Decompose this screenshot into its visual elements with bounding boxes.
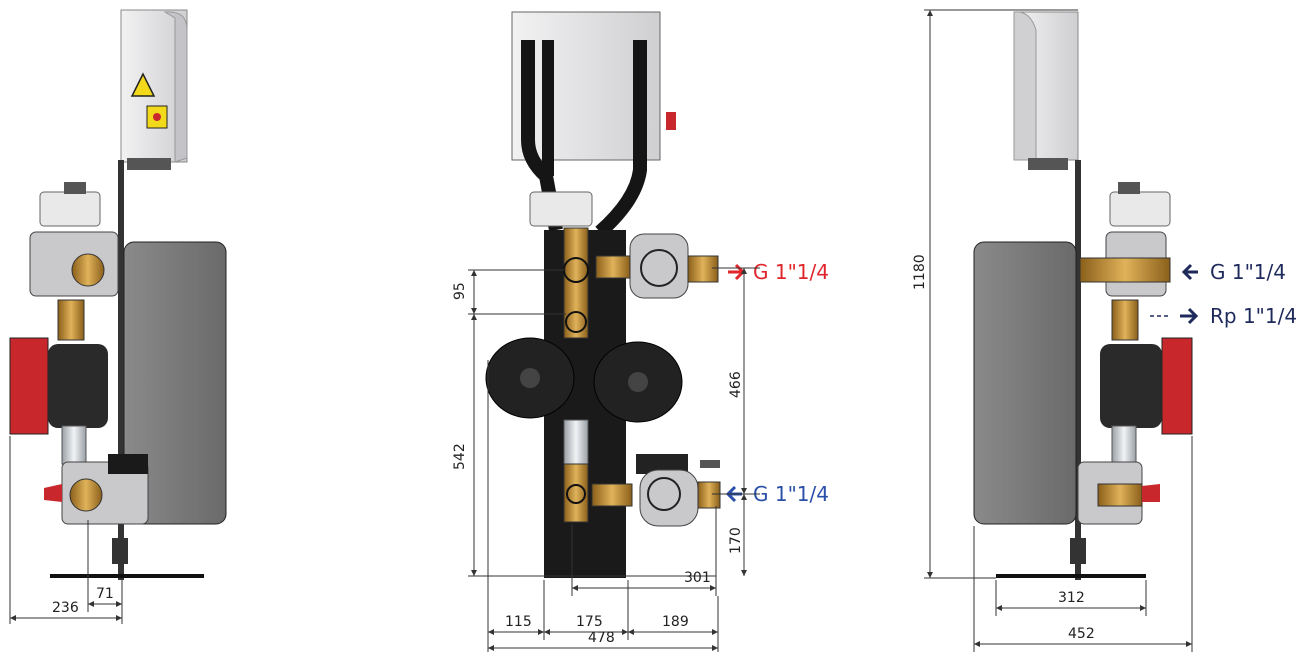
dim-width-mid: 175	[576, 614, 603, 630]
dim-width-left: 115	[505, 614, 532, 630]
control-box	[120, 9, 188, 170]
side-dimensions: 1180 312 452	[912, 9, 1193, 652]
tank	[123, 241, 227, 525]
dim-width-right: 189	[662, 614, 689, 630]
base-plate	[50, 574, 204, 578]
left-dimensions: 71 236	[9, 436, 123, 624]
dim-total-width: 452	[1068, 626, 1095, 642]
front-view	[485, 11, 721, 578]
actuator	[39, 191, 101, 227]
warning-icon	[130, 72, 156, 97]
dim-bottom-height: 170	[728, 527, 744, 554]
outlet-connection-label: Rp 1"1/4	[1210, 304, 1297, 328]
return-connection-label: G 1"1/4	[753, 482, 829, 506]
side-connections: G 1"1/4 Rp 1"1/4	[1150, 260, 1297, 328]
dim-center-span: 466	[728, 371, 744, 398]
front-connections: G 1"1/4 G 1"1/4	[725, 260, 829, 506]
inlet-connection-label: G 1"1/4	[1210, 260, 1286, 284]
supply-arrow-icon	[728, 263, 746, 281]
dim-width-total: 478	[588, 630, 615, 646]
outlet-arrow-icon	[1180, 307, 1199, 325]
dim-depth: 301	[684, 570, 711, 586]
dim-base-width: 312	[1058, 590, 1085, 606]
pump-red	[9, 337, 49, 435]
dim-total-height: 1180	[912, 254, 928, 290]
dim-height: 542	[452, 443, 468, 470]
supply-connection-label: G 1"1/4	[753, 260, 829, 284]
left-side-view	[9, 9, 227, 580]
front-dimensions: 95 542 466 170 301 115 175 189 478	[452, 267, 760, 652]
dim-left-spacing: 71	[96, 586, 114, 602]
tank-side	[973, 241, 1077, 525]
right-side-view	[973, 11, 1193, 580]
dim-top-spacing: 95	[452, 282, 468, 300]
dim-left-offset: 236	[52, 600, 79, 616]
pump-red-side	[1161, 337, 1193, 435]
inlet-arrow-icon	[1181, 263, 1198, 281]
